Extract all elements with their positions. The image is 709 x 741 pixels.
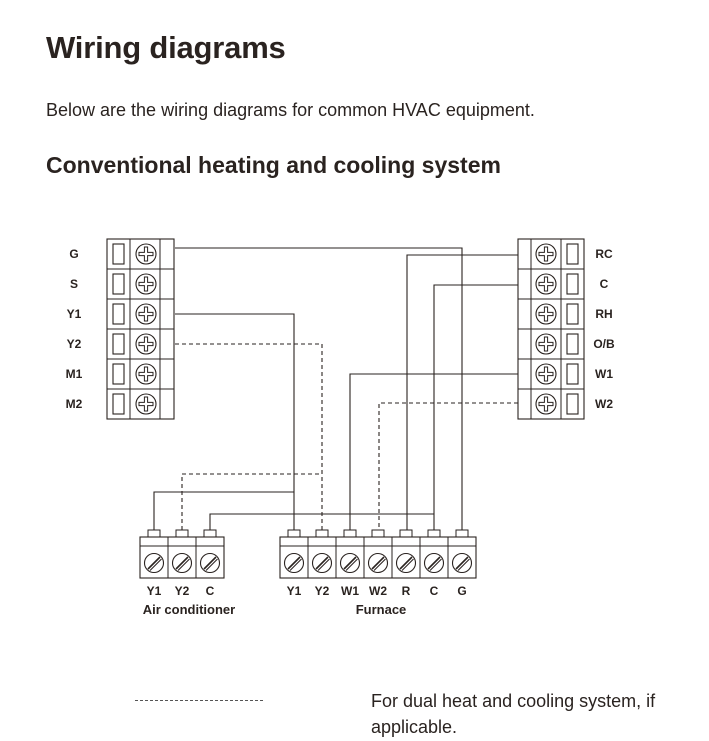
- legend-dashed-line: [135, 700, 263, 701]
- left-terminal-label-y2: Y2: [67, 337, 82, 351]
- right-terminal-screw-o-b-icon: [535, 333, 557, 355]
- left-terminal-screw-m1-icon: [135, 363, 157, 385]
- right-terminal-label-w2: W2: [595, 397, 613, 411]
- furnace-tab-w2: [371, 529, 385, 538]
- air-conditioner-terminal-label-c: C: [206, 584, 215, 598]
- right-terminal-slot-rc: [566, 243, 579, 265]
- furnace-terminal-label-y1: Y1: [287, 584, 302, 598]
- furnace-tab-y1: [287, 529, 301, 538]
- wire-ac-c-to-furnace-c: [209, 513, 434, 530]
- thermostat-right-block: [517, 238, 585, 420]
- left-terminal-label-y1: Y1: [67, 307, 82, 321]
- air-conditioner-screw-y2-icon: [171, 552, 193, 574]
- left-terminal-slot-m2: [112, 393, 125, 415]
- left-terminal-screw-s-icon: [135, 273, 157, 295]
- right-terminal-slot-w2: [566, 393, 579, 415]
- air-conditioner-screw-c-icon: [199, 552, 221, 574]
- wire-ac-y1-to-furnace-y1: [153, 491, 294, 530]
- furnace-terminal-label-g: G: [457, 584, 466, 598]
- wire-w2-to-furnace-w2: [378, 402, 518, 530]
- furnace-screw-y1-icon: [283, 552, 305, 574]
- air-conditioner-terminal-label-y2: Y2: [175, 584, 190, 598]
- furnace-screw-y2-icon: [311, 552, 333, 574]
- left-terminal-screw-y2-icon: [135, 333, 157, 355]
- air-conditioner-tab-y2: [175, 529, 189, 538]
- furnace-screw-g-icon: [451, 552, 473, 574]
- wire-y2-to-furnace-y2: [175, 343, 323, 530]
- wire-y1-to-furnace-y1: [175, 313, 295, 530]
- left-terminal-label-s: S: [70, 277, 78, 291]
- left-terminal-screw-y1-icon: [135, 303, 157, 325]
- wire-c-to-furnace-c: [433, 284, 518, 530]
- legend-text: For dual heat and cooling system, if app…: [371, 691, 656, 737]
- left-terminal-slot-g: [112, 243, 125, 265]
- left-terminal-label-m2: M2: [66, 397, 83, 411]
- right-terminal-slot-w1: [566, 363, 579, 385]
- right-terminal-screw-w2-icon: [535, 393, 557, 415]
- furnace-screw-c-icon: [423, 552, 445, 574]
- intro-text: Below are the wiring diagrams for common…: [46, 100, 535, 120]
- thermostat-left-block: [106, 238, 175, 420]
- furnace-tab-g: [455, 529, 469, 538]
- wire-g-to-furnace-g: [175, 247, 463, 530]
- furnace-terminal-label-r: R: [402, 584, 411, 598]
- page-title: Wiring diagrams: [46, 30, 286, 65]
- right-terminal-slot-rh: [566, 303, 579, 325]
- right-terminal-label-w1: W1: [595, 367, 613, 381]
- right-terminal-label-c: C: [600, 277, 609, 291]
- section-title: Conventional heating and cooling system: [46, 152, 501, 178]
- air-conditioner-block: [139, 529, 225, 579]
- furnace-tab-w1: [343, 529, 357, 538]
- furnace-tab-c: [427, 529, 441, 538]
- left-terminal-slot-m1: [112, 363, 125, 385]
- air-conditioner-tab-c: [203, 529, 217, 538]
- right-terminal-label-rc: RC: [595, 247, 613, 261]
- right-terminal-screw-rc-icon: [535, 243, 557, 265]
- wires: [153, 247, 518, 530]
- right-terminal-screw-c-icon: [535, 273, 557, 295]
- right-terminal-screw-rh-icon: [535, 303, 557, 325]
- left-terminal-slot-s: [112, 273, 125, 295]
- wire-ac-y2-to-furnace-y2: [181, 473, 322, 530]
- furnace-terminal-label-c: C: [430, 584, 439, 598]
- furnace-tab-r: [399, 529, 413, 538]
- wire-rc-to-furnace-r: [406, 254, 518, 530]
- right-terminal-screw-w1-icon: [535, 363, 557, 385]
- furnace-screw-w1-icon: [339, 552, 361, 574]
- left-terminal-screw-m2-icon: [135, 393, 157, 415]
- furnace-name: Furnace: [356, 602, 407, 617]
- left-terminal-label-m1: M1: [66, 367, 83, 381]
- furnace-tab-y2: [315, 529, 329, 538]
- furnace-terminal-label-w1: W1: [341, 584, 359, 598]
- right-terminal-label-rh: RH: [595, 307, 612, 321]
- furnace-terminal-label-y2: Y2: [315, 584, 330, 598]
- terminal-blocks: [106, 238, 585, 579]
- air-conditioner-name: Air conditioner: [143, 602, 235, 617]
- right-terminal-slot-o-b: [566, 333, 579, 355]
- air-conditioner-screw-y1-icon: [143, 552, 165, 574]
- left-terminal-label-g: G: [69, 247, 78, 261]
- furnace-screw-r-icon: [395, 552, 417, 574]
- right-terminal-slot-c: [566, 273, 579, 295]
- furnace-terminal-label-w2: W2: [369, 584, 387, 598]
- air-conditioner-terminal-label-y1: Y1: [147, 584, 162, 598]
- furnace-block: [279, 529, 477, 579]
- left-terminal-slot-y1: [112, 303, 125, 325]
- air-conditioner-tab-y1: [147, 529, 161, 538]
- left-terminal-screw-g-icon: [135, 243, 157, 265]
- wire-w1-to-furnace-w1: [349, 373, 518, 530]
- furnace-screw-w2-icon: [367, 552, 389, 574]
- right-terminal-label-o-b: O/B: [593, 337, 615, 351]
- left-terminal-slot-y2: [112, 333, 125, 355]
